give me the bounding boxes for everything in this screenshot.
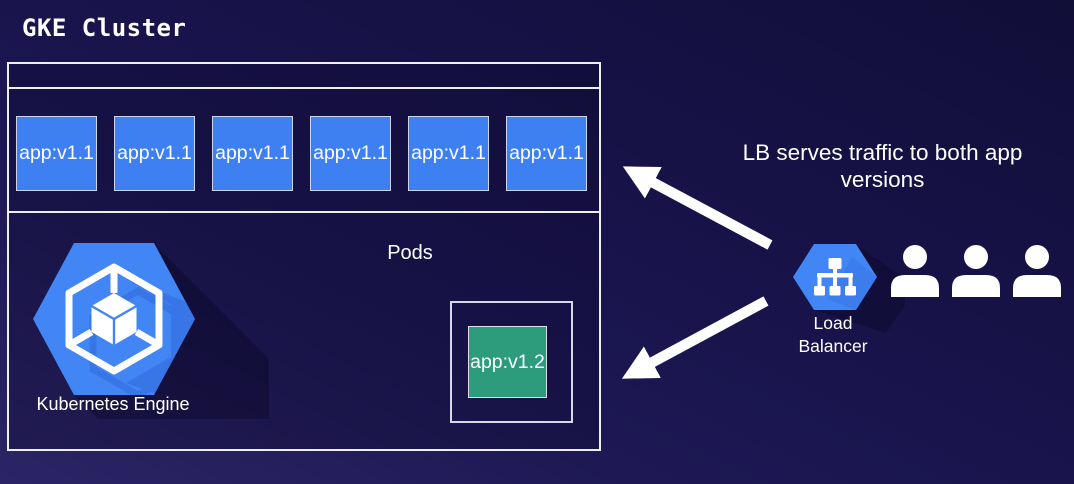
arrow-to-v2-pod	[621, 296, 769, 379]
load-balancer-icon	[793, 244, 905, 333]
pod-box-v1: app:v1.1	[212, 116, 293, 191]
pod-box-v1: app:v1.1	[408, 116, 489, 191]
pod-box-v1: app:v1.1	[114, 116, 195, 191]
pod-box-v1: app:v1.1	[16, 116, 97, 191]
lb-icon-long-shadow	[814, 244, 905, 333]
user-icon	[891, 245, 939, 297]
user-icon	[1013, 245, 1061, 297]
pod-box-v1: app:v1.1	[506, 116, 587, 191]
cluster-header-divider	[9, 87, 599, 89]
users-group	[891, 245, 1061, 297]
pod-box-v1: app:v1.1	[310, 116, 391, 191]
lb-annotation-line2: versions	[840, 167, 925, 193]
pods-label: Pods	[387, 242, 433, 264]
pod-box-v2: app:v1.2	[468, 326, 547, 398]
load-balancer-label: Load Balancer	[798, 313, 868, 356]
new-pod-wrapper-box: app:v1.2	[450, 301, 573, 423]
lb-annotation-line1: LB serves traffic to both app	[742, 140, 1023, 165]
gke-icon-long-shadow	[74, 244, 269, 419]
user-icon	[952, 245, 1000, 297]
kubernetes-engine-icon	[33, 243, 269, 419]
kubernetes-engine-label: Kubernetes Engine	[36, 394, 190, 414]
pods-row-divider	[9, 211, 599, 213]
page-title: GKE Cluster	[22, 14, 187, 42]
lb-annotation-text: LB serves traffic to both app versions	[715, 139, 1050, 194]
